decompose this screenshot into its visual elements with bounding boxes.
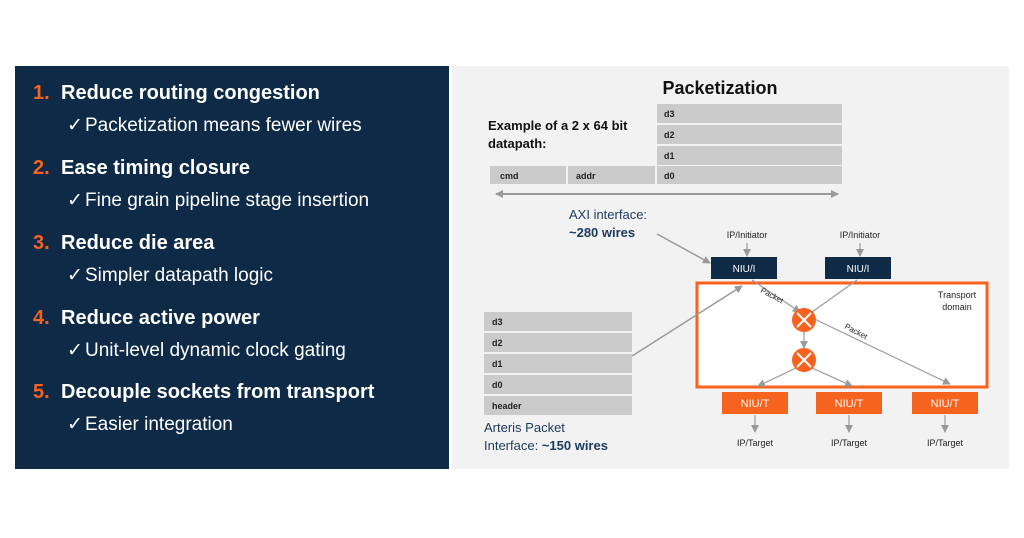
example-label-line2: datapath: <box>488 136 547 151</box>
benefit-item-5: 5. Decouple sockets from transport ✓Easie… <box>33 381 374 436</box>
niu-i-label: NIU/I <box>733 264 756 275</box>
benefit-number: 1. <box>33 82 50 104</box>
packet-cell <box>484 396 632 415</box>
benefit-item-1: 1. Reduce routing congestion ✓Packetizati… <box>33 82 362 137</box>
benefit-number: 3. <box>33 232 50 254</box>
benefit-detail: ✓Unit-level dynamic clock gating <box>67 339 346 362</box>
niu-t-label: NIU/T <box>741 398 770 410</box>
benefit-heading: 5. Decouple sockets from transport <box>33 381 374 404</box>
benefit-heading: 3. Reduce die area <box>33 232 273 255</box>
niu-i-box-1 <box>711 257 777 279</box>
check-icon: ✓ <box>67 115 83 136</box>
benefit-title: Ease timing closure <box>61 157 250 179</box>
benefit-detail: ✓Easier integration <box>67 413 374 436</box>
niu-t-label: NIU/T <box>931 398 960 410</box>
route-line <box>803 313 951 385</box>
packet-cell-label: d2 <box>492 338 503 348</box>
packet-interface-arrow <box>631 285 743 357</box>
packetization-diagram-panel: Packetization Example of a 2 x 64 bit da… <box>452 66 1009 469</box>
benefit-item-3: 3. Reduce die area ✓Simpler datapath logi… <box>33 232 273 287</box>
target-label-1: IP/Target <box>737 438 774 448</box>
axi-cell-label: d3 <box>664 109 675 119</box>
initiator-label-1: IP/Initiator <box>727 230 768 240</box>
check-icon: ✓ <box>67 414 83 435</box>
benefit-heading: 4. Reduce active power <box>33 307 346 330</box>
packet-cell <box>484 354 632 373</box>
packet-cell <box>484 312 632 331</box>
packet-wire-count: ~150 wires <box>542 438 608 453</box>
niu-t-label: NIU/T <box>835 398 864 410</box>
benefit-number: 5. <box>33 381 50 403</box>
axi-datapath-table: d3 d2 d1 cmd addr d0 <box>490 104 842 184</box>
niu-i-label: NIU/I <box>847 264 870 275</box>
benefit-title: Reduce routing congestion <box>61 82 320 104</box>
transport-domain-box <box>695 281 989 389</box>
check-icon: ✓ <box>67 190 83 211</box>
niu-t-box-3 <box>912 392 978 414</box>
packet-interface-line2: Interface: ~150 wires <box>484 438 608 453</box>
axi-cell-label: d0 <box>664 171 675 181</box>
packet-interface-prefix: Interface: <box>484 438 542 453</box>
packet-cell-label: d1 <box>492 359 503 369</box>
packet-cell-label: d0 <box>492 380 503 390</box>
benefit-detail: ✓Fine grain pipeline stage insertion <box>67 189 369 212</box>
target-label-2: IP/Target <box>831 438 868 448</box>
initiator-label-2: IP/Initiator <box>840 230 881 240</box>
packet-cell-label: header <box>492 401 522 411</box>
switch-icon <box>792 348 816 372</box>
niu-t-box-1 <box>722 392 788 414</box>
benefit-detail: ✓Packetization means fewer wires <box>67 114 362 137</box>
benefit-heading: 2. Ease timing closure <box>33 157 369 180</box>
transport-label-line2: domain <box>942 302 972 312</box>
benefit-heading: 1. Reduce routing congestion <box>33 82 362 105</box>
niu-t-box-2 <box>816 392 882 414</box>
axi-cell-d3 <box>657 104 842 123</box>
axi-wire-count: ~280 wires <box>569 225 635 240</box>
packet-cell <box>484 333 632 352</box>
benefit-detail-text: Fine grain pipeline stage insertion <box>85 190 370 211</box>
benefit-detail-text: Packetization means fewer wires <box>85 115 362 136</box>
packet-cell <box>484 375 632 394</box>
benefit-detail: ✓Simpler datapath logic <box>67 264 273 287</box>
benefit-number: 4. <box>33 307 50 329</box>
benefit-detail-text: Easier integration <box>85 414 233 435</box>
route-line <box>757 367 797 387</box>
benefit-number: 2. <box>33 157 50 179</box>
check-icon: ✓ <box>67 340 83 361</box>
example-label-line1: Example of a 2 x 64 bit <box>488 118 628 133</box>
benefits-panel: 1.Reduce routing congestion ✓Packetizati… <box>15 66 449 469</box>
axi-cell-cmd <box>490 166 566 184</box>
packet-cell-label: d3 <box>492 317 503 327</box>
axi-interface-label: AXI interface: <box>569 207 647 222</box>
packet-interface-label: Arteris Packet <box>484 420 565 435</box>
route-line <box>751 279 801 313</box>
benefit-detail-text: Unit-level dynamic clock gating <box>85 340 346 361</box>
packet-stack-table: d3 d2 d1 d0 header <box>484 312 632 415</box>
transport-label-line1: Transport <box>938 290 977 300</box>
axi-cell-addr <box>568 166 655 184</box>
switch-icon <box>792 308 816 332</box>
diagram-title: Packetization <box>662 78 777 98</box>
route-line <box>811 367 853 387</box>
benefit-item-2: 2. Ease timing closure ✓Fine grain pipeli… <box>33 157 369 212</box>
benefit-title: Reduce die area <box>61 232 215 254</box>
axi-cell-label: cmd <box>500 171 519 181</box>
axi-cell-label: d1 <box>664 151 675 161</box>
axi-cell-label: addr <box>576 171 596 181</box>
benefit-detail-text: Simpler datapath logic <box>85 265 273 286</box>
axi-cell-d1 <box>657 146 842 165</box>
packetization-diagram: Packetization Example of a 2 x 64 bit da… <box>484 78 989 453</box>
axi-cell-label: d2 <box>664 130 675 140</box>
benefit-item-4: 4. Reduce active power ✓Unit-level dynami… <box>33 307 346 362</box>
axi-cell-d2 <box>657 125 842 144</box>
axi-arrow <box>656 233 711 264</box>
niu-i-box-2 <box>825 257 891 279</box>
target-label-3: IP/Target <box>927 438 964 448</box>
route-line <box>811 279 858 313</box>
check-icon: ✓ <box>67 265 83 286</box>
benefit-title: Decouple sockets from transport <box>61 381 375 403</box>
axi-cell-d0 <box>657 166 842 184</box>
benefit-title: Reduce active power <box>61 307 260 329</box>
